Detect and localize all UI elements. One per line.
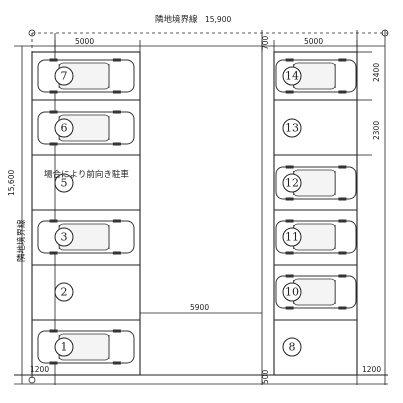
stall-number-2: 2 [54, 282, 74, 302]
left-margin-label: 1200 [30, 365, 49, 374]
north-boundary-length: 15,900 [205, 15, 231, 24]
stall-number-11: 11 [282, 227, 302, 247]
stall-number-3: 3 [54, 227, 74, 247]
stall-number-1: 1 [54, 337, 74, 357]
stall-number-6: 6 [54, 118, 74, 138]
stall-number-text: 11 [285, 231, 299, 244]
stall-number-text: 1 [61, 341, 68, 354]
stall-number-text: 6 [61, 122, 68, 135]
stall-number-text: 8 [289, 341, 296, 354]
cars-layer [37, 58, 357, 365]
stall-number-text: 13 [285, 122, 299, 135]
stall-number-5: 5 [54, 173, 74, 193]
stall-number-text: 2 [61, 286, 68, 299]
car-icon [37, 110, 135, 146]
stall-number-10: 10 [282, 282, 302, 302]
top-left-width: 5000 [75, 37, 94, 46]
parking-note: 場合により前向き駐車 [44, 169, 129, 180]
stall-number-text: 5 [61, 177, 68, 190]
stall-number-7: 7 [54, 66, 74, 86]
car-icon [37, 58, 135, 94]
stall-number-text: 7 [61, 70, 68, 83]
stall-number-12: 12 [282, 173, 302, 193]
west-boundary-length: 15,600 [7, 170, 16, 196]
stall-number-text: 3 [61, 231, 68, 244]
stall-number-text: 10 [285, 286, 299, 299]
stall-number-13: 13 [282, 118, 302, 138]
right-margin-label: 1200 [362, 365, 381, 374]
aisle-width-label: 5900 [190, 303, 209, 312]
car-icon [37, 219, 135, 255]
stall-number-8: 8 [282, 337, 302, 357]
car-icon [37, 329, 135, 365]
bottom-offset-label: 500 [261, 369, 270, 384]
top-right-width: 5000 [304, 37, 323, 46]
top-gap-label: 700 [261, 35, 270, 50]
stall-labels-layer: 7 6 5 3 2 1 14 13 12 11 10 8 [54, 66, 302, 357]
space-depth-1: 2400 [372, 63, 381, 82]
north-boundary-label: 隣地境界線 [155, 14, 198, 25]
stall-number-14: 14 [282, 66, 302, 86]
stall-number-text: 14 [285, 70, 299, 83]
space-depth-2: 2300 [372, 121, 381, 140]
west-boundary-label: 隣地境界線 [16, 219, 27, 262]
stall-number-text: 12 [285, 177, 299, 190]
